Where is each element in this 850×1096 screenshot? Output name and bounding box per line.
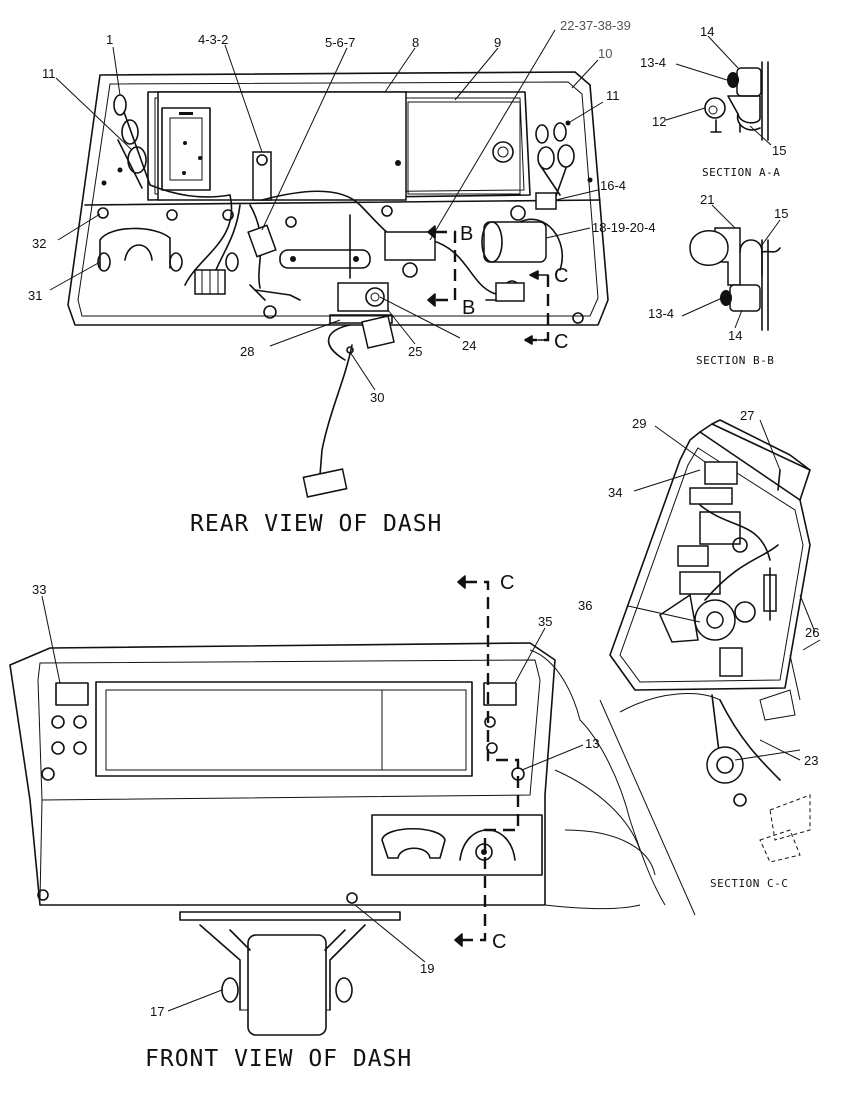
callout-14-b: 14 xyxy=(728,328,742,343)
callout-28: 28 xyxy=(240,344,254,359)
callout-36: 36 xyxy=(578,598,592,613)
callout-12: 12 xyxy=(652,114,666,129)
section-a-a-title: SECTION A-A xyxy=(702,166,780,179)
callout-15-b: 15 xyxy=(774,206,788,221)
callout-8: 8 xyxy=(412,35,419,50)
callout-11-right: 11 xyxy=(606,88,620,103)
callout-15-a: 15 xyxy=(772,143,786,158)
callout-10: 10 xyxy=(598,46,612,61)
rear-view-callouts: 1 4-3-2 5-6-7 8 9 22-37-38-39 10 11 11 1… xyxy=(28,18,656,405)
section-b-b-callouts: 21 15 13-4 14 xyxy=(648,192,788,343)
callout-22-37-38-39: 22-37-38-39 xyxy=(560,18,631,33)
section-a-a-drawing xyxy=(665,35,772,146)
callout-13-front: 13 xyxy=(585,736,599,751)
section-c-marker-front-top: C xyxy=(500,572,514,594)
callout-23: 23 xyxy=(804,753,818,768)
rear-view-title: REAR VIEW OF DASH xyxy=(190,511,442,537)
callout-18-19-20-4: 18-19-20-4 xyxy=(592,220,656,235)
rear-view-drawing xyxy=(67,71,609,498)
callout-13-4-b: 13-4 xyxy=(648,306,674,321)
callout-14-a: 14 xyxy=(700,24,714,39)
callout-13-4-a: 13-4 xyxy=(640,55,666,70)
callout-26: 26 xyxy=(805,625,819,640)
callout-1: 1 xyxy=(106,32,113,47)
front-view-drawing xyxy=(9,575,696,1036)
callout-4-3-2: 4-3-2 xyxy=(198,32,228,47)
panel-8 xyxy=(157,91,407,201)
callout-5-6-7: 5-6-7 xyxy=(325,35,355,50)
section-c-c-title: SECTION C-C xyxy=(710,877,788,890)
section-b-marker-bottom: B xyxy=(462,297,475,319)
callout-29: 29 xyxy=(632,416,646,431)
section-c-marker-rear-bottom: C xyxy=(554,331,568,353)
callout-30: 30 xyxy=(370,390,384,405)
section-b-b-title: SECTION B-B xyxy=(696,354,774,367)
callout-19-front: 19 xyxy=(420,961,434,976)
rear-view-leaders xyxy=(49,29,604,391)
section-c-marker-front-bottom: C xyxy=(492,931,506,953)
callout-35: 35 xyxy=(538,614,552,629)
section-b-marker-top: B xyxy=(460,223,473,245)
section-a-a-callouts: 14 13-4 12 15 xyxy=(640,24,786,158)
section-markers-rear: B B C C xyxy=(427,223,568,353)
callout-9: 9 xyxy=(494,35,501,50)
callout-16-4: 16-4 xyxy=(600,178,626,193)
callout-17: 17 xyxy=(150,1004,164,1019)
section-c-c-callouts: 29 27 34 36 26 23 xyxy=(578,408,819,768)
section-c-marker-rear-top: C xyxy=(554,265,568,287)
front-view-callouts: 33 35 13 19 17 xyxy=(32,582,599,1019)
callout-24: 24 xyxy=(462,338,476,353)
section-c-c-drawing xyxy=(609,419,821,863)
callout-31: 31 xyxy=(28,288,42,303)
callout-21: 21 xyxy=(700,192,714,207)
front-view-title: FRONT VIEW OF DASH xyxy=(145,1046,412,1072)
callout-33: 33 xyxy=(32,582,46,597)
section-b-b-drawing xyxy=(681,204,781,331)
callout-32: 32 xyxy=(32,236,46,251)
callout-34: 34 xyxy=(608,485,622,500)
callout-11-left: 11 xyxy=(42,66,56,81)
callout-25: 25 xyxy=(408,344,422,359)
callout-27: 27 xyxy=(740,408,754,423)
